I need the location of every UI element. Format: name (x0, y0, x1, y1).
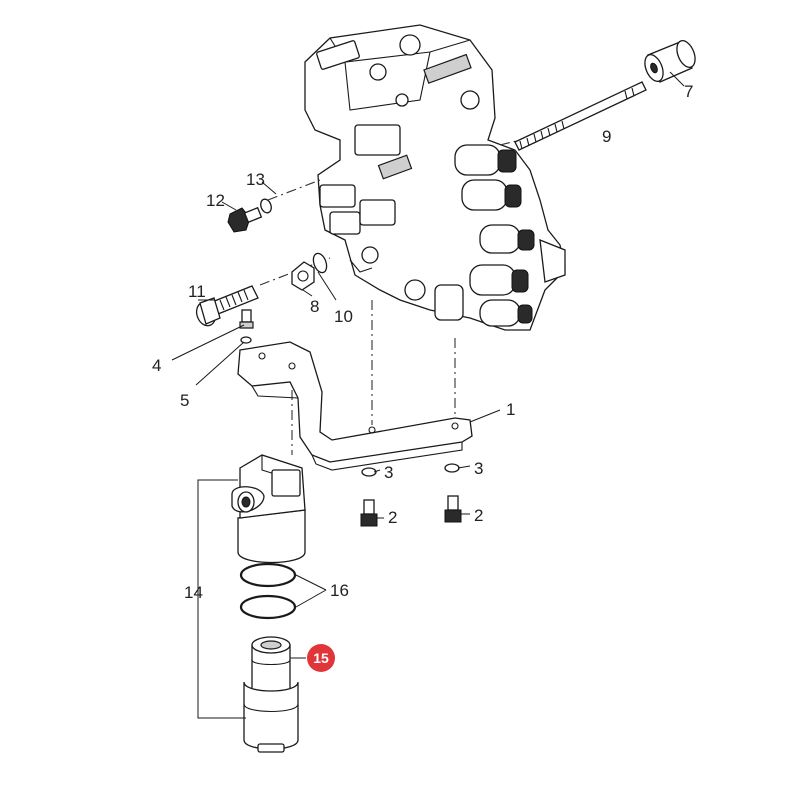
washer-left[interactable] (361, 467, 377, 477)
callout-7[interactable]: 7 (684, 82, 693, 101)
threaded-rod[interactable] (514, 81, 647, 151)
washer-vertical[interactable] (240, 336, 252, 344)
o-ring-lower[interactable] (239, 594, 297, 620)
callout-5[interactable]: 5 (180, 391, 189, 410)
washer-small[interactable] (259, 198, 273, 215)
hydraulic-valve-block[interactable] (304, 24, 566, 331)
centerline-bolt-12 (267, 179, 321, 201)
bolt-long[interactable] (193, 285, 259, 328)
centerline-rod-9 (499, 139, 521, 146)
callout-10[interactable]: 10 (334, 307, 353, 326)
o-ring-upper[interactable] (239, 562, 297, 588)
callout-3-left[interactable]: 3 (384, 463, 393, 482)
leader-lines (171, 71, 685, 719)
callout-2-right[interactable]: 2 (474, 506, 483, 525)
callout-3-right[interactable]: 3 (474, 459, 483, 478)
callout-11[interactable]: 11 (188, 282, 206, 301)
filter-bowl[interactable] (243, 681, 299, 753)
callout-4[interactable]: 4 (152, 356, 161, 375)
filter-head[interactable] (231, 454, 306, 564)
bolt-left[interactable] (360, 499, 378, 527)
screw-small[interactable] (227, 206, 263, 233)
hex-nut[interactable] (291, 261, 315, 291)
callout-13[interactable]: 13 (246, 170, 265, 189)
callout-2-left[interactable]: 2 (388, 508, 397, 527)
callout-1[interactable]: 1 (506, 400, 515, 419)
callout-16[interactable]: 16 (330, 581, 349, 600)
callout-15-badge[interactable]: 15 (307, 644, 335, 672)
mounting-bracket[interactable] (237, 341, 473, 471)
callout-8[interactable]: 8 (310, 297, 319, 316)
callout-9[interactable]: 9 (602, 127, 611, 146)
washer-right[interactable] (444, 463, 460, 473)
highlight-badge-circle (307, 644, 335, 672)
callout-12[interactable]: 12 (206, 191, 225, 210)
callout-15: 15 (313, 650, 329, 666)
spacer-sleeve[interactable] (641, 38, 698, 84)
bolt-right[interactable] (444, 495, 462, 523)
callout-14[interactable]: 14 (184, 583, 203, 602)
filter-element[interactable] (251, 636, 291, 699)
screw-vertical[interactable] (239, 309, 254, 329)
washer-large[interactable] (311, 252, 329, 275)
